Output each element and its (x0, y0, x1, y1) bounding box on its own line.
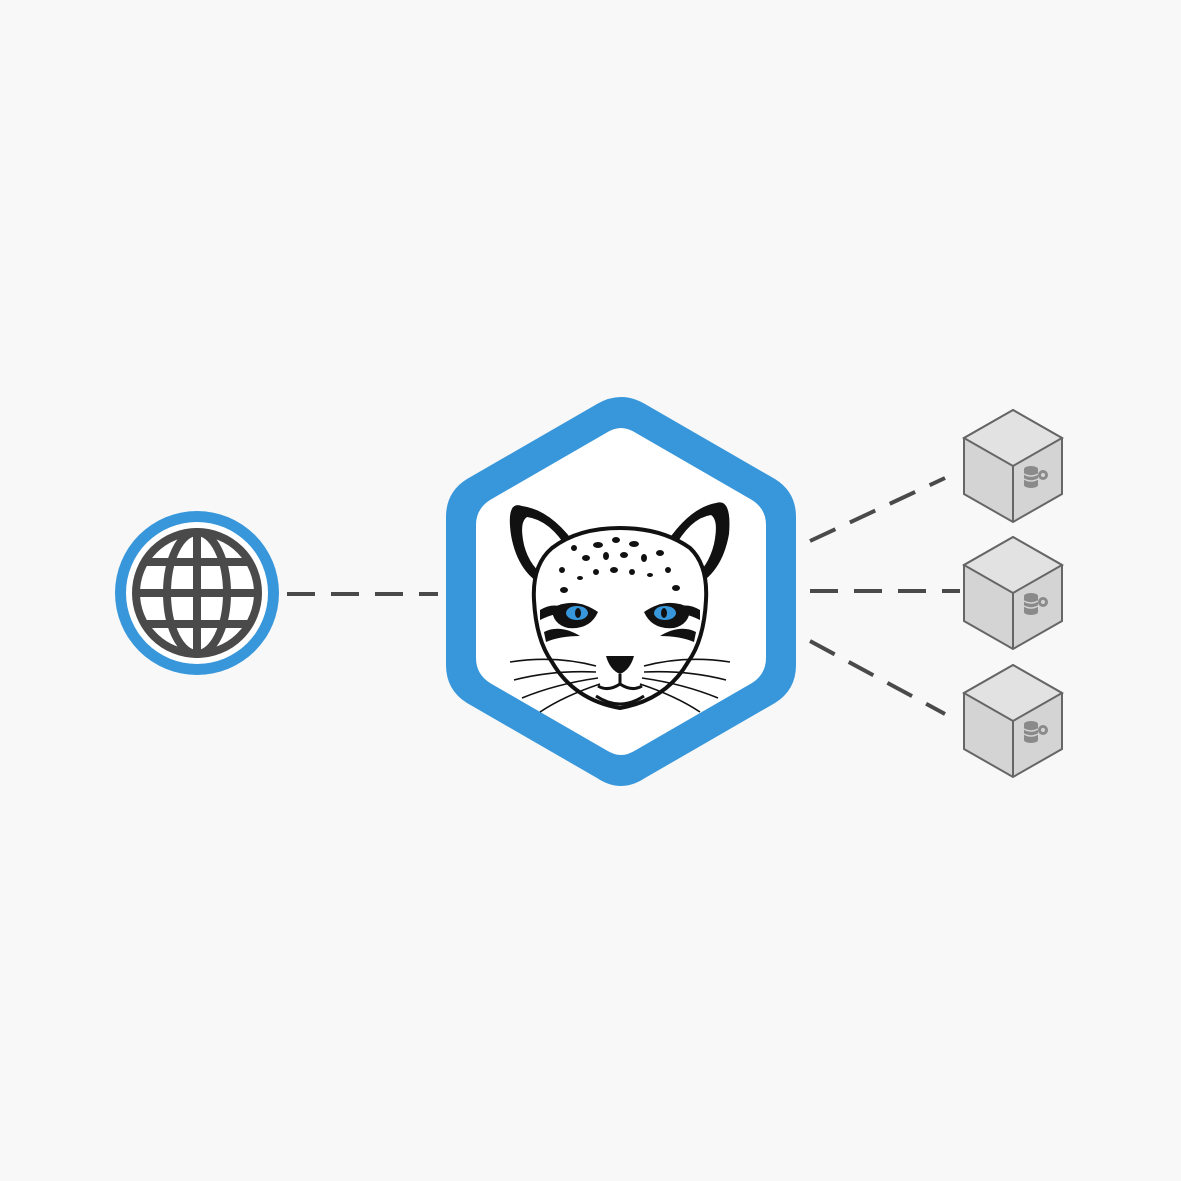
service-node-3 (961, 663, 1065, 779)
edge-proxy-service-3 (809, 639, 946, 716)
service-node-2 (961, 535, 1065, 651)
globe-icon (132, 528, 262, 658)
internet-node (115, 511, 279, 675)
database-gear-icon (1023, 721, 1048, 743)
connectors (287, 476, 960, 716)
database-gear-icon (1023, 593, 1048, 615)
database-gear-icon (1023, 466, 1048, 488)
service-node-1 (961, 408, 1065, 524)
ocelot-head-logo (509, 502, 731, 713)
proxy-node (446, 397, 796, 786)
edge-proxy-service-1 (809, 476, 946, 543)
